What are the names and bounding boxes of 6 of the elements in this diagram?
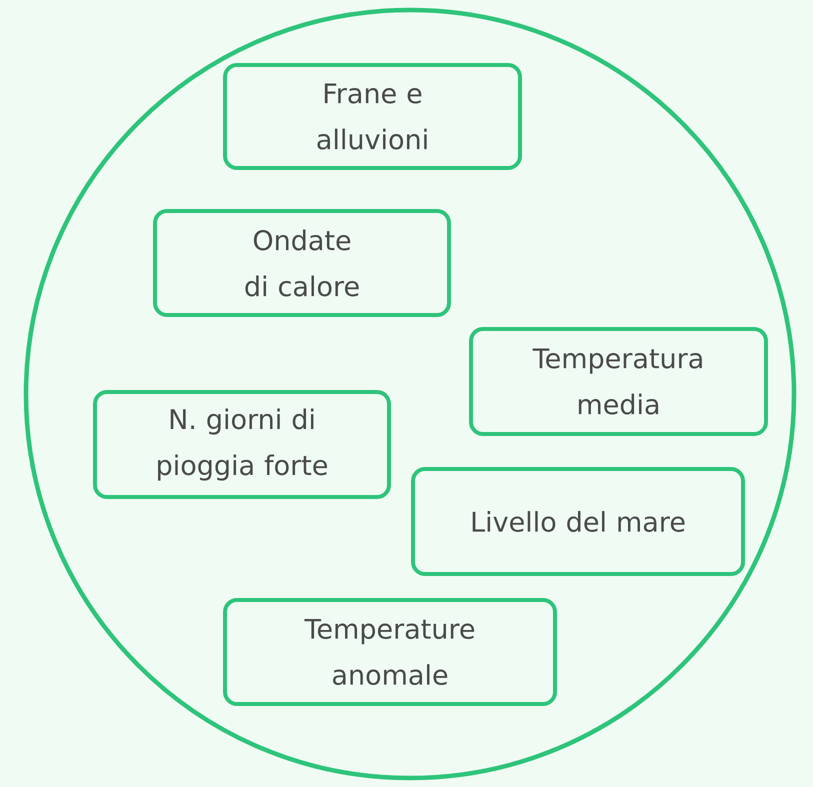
text-box: Temperatura media	[469, 327, 768, 436]
text-box: N. giorni di pioggia forte	[93, 390, 391, 499]
text-box: Temperature anomale	[223, 598, 557, 706]
text-box: Livello del mare	[411, 467, 745, 576]
text-box: Frane e alluvioni	[223, 63, 522, 170]
text-box: Ondate di calore	[153, 209, 451, 317]
